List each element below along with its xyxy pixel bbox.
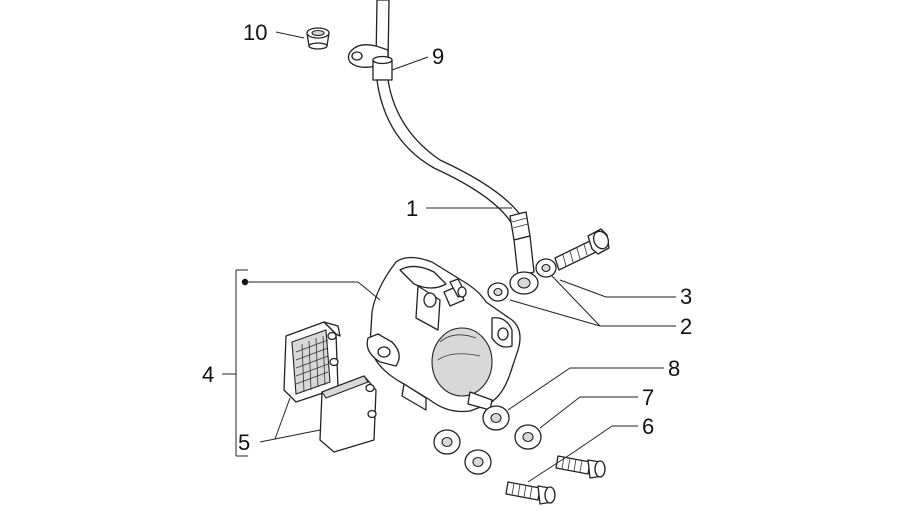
- callout-9: 9: [432, 44, 444, 69]
- pad-friction-grid: [295, 335, 329, 393]
- callout-1: 1: [406, 196, 418, 221]
- callout-10: 10: [243, 20, 267, 45]
- leader-lines: [222, 31, 676, 483]
- part-washers-2: [487, 258, 557, 302]
- callout-6: 6: [642, 414, 654, 439]
- part-brake-pads: [283, 321, 377, 453]
- part-washers-8: [433, 405, 510, 455]
- callout-2: 2: [680, 314, 692, 339]
- part-banjo-bolt: [554, 228, 610, 271]
- part-washers-7: [464, 424, 542, 475]
- part-brake-hose: [347, 0, 539, 295]
- callout-7: 7: [642, 385, 654, 410]
- part-grommet: [306, 27, 330, 50]
- callout-8: 8: [668, 356, 680, 381]
- callout-labels: 10 9 1 3 2 8 7 6 4 5: [202, 20, 692, 455]
- part-screws: [505, 455, 606, 505]
- callout-5: 5: [238, 430, 250, 455]
- callout-3: 3: [680, 284, 692, 309]
- callout-4: 4: [202, 362, 214, 387]
- part-caliper-body: [366, 256, 521, 413]
